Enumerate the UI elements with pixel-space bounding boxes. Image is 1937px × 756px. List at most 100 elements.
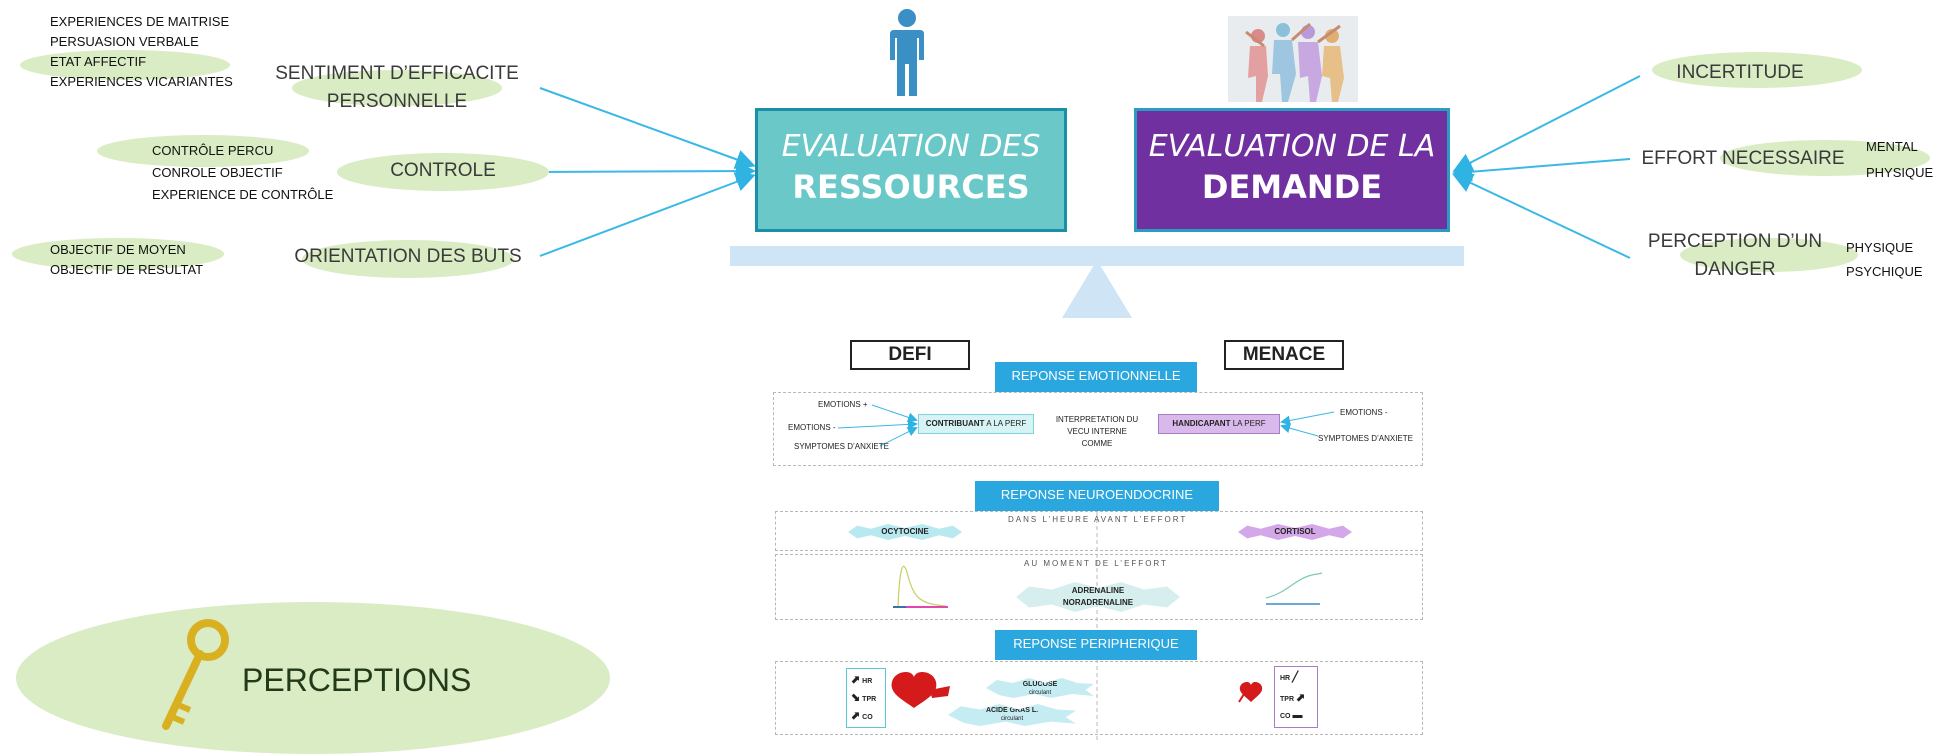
source-item: EXPERIENCE DE CONTRÔLE — [152, 187, 334, 202]
left-vars-box: ⬈ HR ⬊ TPR ⬈ CO — [846, 668, 886, 728]
danger-type: PHYSIQUE — [1846, 240, 1914, 255]
arrow-effort — [1452, 158, 1631, 182]
incertitude-ellipse — [1652, 52, 1862, 88]
ocytocine-badge: OCYTOCINE — [848, 524, 962, 540]
emotion-panel — [773, 392, 1423, 466]
source-item: CONTRÔLE PERCU — [152, 143, 274, 158]
arrow-up-icon: ⬈ — [851, 674, 861, 686]
source-item: OBJECTIF DE RESULTAT — [50, 262, 204, 277]
right-var-row: CO ▬ — [1280, 710, 1314, 721]
demande-line2: DEMANDE — [1201, 168, 1383, 206]
contribuant-rest: A LA PERF — [986, 419, 1027, 428]
left-var-row: ⬈ HR — [851, 673, 881, 686]
balance-pivot — [1062, 260, 1132, 318]
menace-label: MENACE — [1224, 340, 1344, 370]
arrow-down-icon: ⬊ — [851, 692, 861, 704]
peripherique-header: REPONSE PERIPHERIQUE — [995, 630, 1197, 660]
buts-ellipse — [302, 240, 514, 278]
buts-sources: OBJECTIF DE MOYEN OBJECTIF DE RESULTAT — [50, 240, 203, 280]
right-vars-box: HR ╱ TPR ⬈ CO ▬ — [1274, 666, 1318, 728]
source-item: EXPERIENCES DE MAITRISE — [50, 14, 230, 29]
danger-ellipse — [1680, 238, 1858, 272]
controle-label: CONTROLE — [390, 160, 496, 181]
perceptions-label: PERCEPTIONS — [242, 662, 472, 698]
source-item: EXPERIENCES VICARIANTES — [50, 74, 233, 89]
handicapant-box: HANDICAPANT LA PERF — [1158, 414, 1280, 434]
efficacite-label-line1: SENTIMENT D’EFFICACITE — [275, 63, 519, 84]
arrow-buts — [539, 172, 756, 257]
danger-type: PSYCHIQUE — [1846, 264, 1923, 279]
emotion-left-item: EMOTIONS + — [818, 400, 868, 409]
right-var-label: HR — [1280, 675, 1291, 682]
glucose-sub: circulant — [1028, 690, 1052, 696]
demande-line1: EVALUATION DE LA — [1148, 129, 1436, 164]
right-var-label: CO — [1280, 713, 1291, 720]
contribuant-bold: CONTRIBUANT — [925, 419, 985, 428]
emotion-header: REPONSE EMOTIONNELLE — [995, 362, 1197, 392]
interpretation-line: COMME — [1081, 439, 1113, 448]
evaluation-demande-box: EVALUATION DE LA DEMANDE — [1134, 108, 1450, 232]
effort-ellipse — [1720, 140, 1930, 176]
arrow-up-icon: ⬈ — [851, 710, 861, 722]
left-var-label: CO — [862, 714, 873, 721]
perceptions-ellipse — [16, 602, 610, 754]
arrow-slight-up-icon: ╱ — [1292, 672, 1299, 683]
right-var-label: TPR — [1280, 696, 1294, 703]
emotion-left-item: EMOTIONS - — [788, 423, 836, 432]
runners-image — [1228, 16, 1358, 102]
handicapant-rest: LA PERF — [1232, 419, 1266, 428]
interpretation-line: INTERPRETATION DU — [1055, 415, 1139, 424]
etat-affectif-highlight — [20, 50, 230, 80]
controle-sources: CONTRÔLE PERCU CONROLE OBJECTIF EXPERIEN… — [152, 140, 333, 206]
glucose-label: GLUCOSE — [1022, 681, 1058, 688]
left-var-row: ⬈ CO — [851, 709, 881, 722]
handicapant-bold: HANDICAPANT — [1172, 419, 1231, 428]
arrow-controle — [534, 161, 756, 182]
emotion-right-item: EMOTIONS - — [1340, 408, 1388, 417]
danger-line2: DANGER — [1694, 259, 1776, 280]
cortisol-badge: CORTISOL — [1238, 524, 1352, 540]
efficacite-label-line2: PERSONNELLE — [326, 91, 468, 112]
acide-gras-badge: ACIDE GRAS L. circulant — [948, 704, 1076, 726]
ressources-line1: EVALUATION DES — [781, 129, 1041, 164]
efficacite-label: SENTIMENT D’EFFICACITE PERSONNELLE — [262, 60, 532, 116]
neuro-header: REPONSE NEUROENDOCRINE — [975, 481, 1219, 511]
arrow-efficacite — [539, 87, 756, 169]
danger-line1: PERCEPTION D’UN — [1647, 231, 1823, 252]
ocytocine-curve — [897, 565, 947, 607]
emotion-right-item: SYMPTOMES D’ANXIETE — [1318, 434, 1413, 443]
controle-percu-highlight — [97, 135, 309, 167]
right-var-row: TPR ⬈ — [1280, 691, 1314, 704]
effort-label: EFFORT NECESSAIRE — [1641, 148, 1845, 169]
danger-label: PERCEPTION D’UN DANGER — [1640, 228, 1830, 284]
left-var-label: HR — [862, 678, 873, 685]
glucose-badge: GLUCOSE circulant — [986, 678, 1094, 698]
effort-type: PHYSIQUE — [1866, 165, 1934, 180]
flat-icon: ▬ — [1292, 710, 1303, 721]
source-item: PERSUASION VERBALE — [50, 34, 199, 49]
arrow-up-icon: ⬈ — [1295, 692, 1306, 704]
left-var-row: ⬊ TPR — [851, 691, 881, 704]
arrow-danger — [1452, 173, 1631, 259]
efficacite-ellipse — [292, 70, 502, 106]
big-heart-icon — [888, 666, 952, 710]
interpretation-line: VECU INTERNE — [1067, 427, 1127, 436]
left-var-label: TPR — [862, 696, 877, 703]
contribuant-box: CONTRIBUANT A LA PERF — [918, 414, 1034, 434]
efficacite-sources: EXPERIENCES DE MAITRISE PERSUASION VERBA… — [50, 12, 233, 92]
neuro-before-label: DANS L’HEURE AVANT L’EFFORT — [1008, 515, 1188, 524]
acide-label: ACIDE GRAS L. — [985, 707, 1039, 714]
neuro-moment-panel — [775, 554, 1423, 620]
person-icon — [886, 8, 928, 96]
right-var-row: HR ╱ — [1280, 672, 1314, 683]
small-heart-icon — [1238, 680, 1266, 704]
defi-label: DEFI — [850, 340, 970, 370]
cortisol-curve — [1265, 572, 1323, 599]
interpretation-text: INTERPRETATION DU VECU INTERNE COMME — [1050, 414, 1144, 450]
source-item: CONROLE OBJECTIF — [152, 165, 283, 180]
neuro-before-panel — [775, 511, 1423, 551]
acide-sub: circulant — [1000, 716, 1024, 722]
adrenaline-label: ADRENALINE — [1071, 586, 1125, 595]
peripherique-panel — [775, 661, 1423, 735]
